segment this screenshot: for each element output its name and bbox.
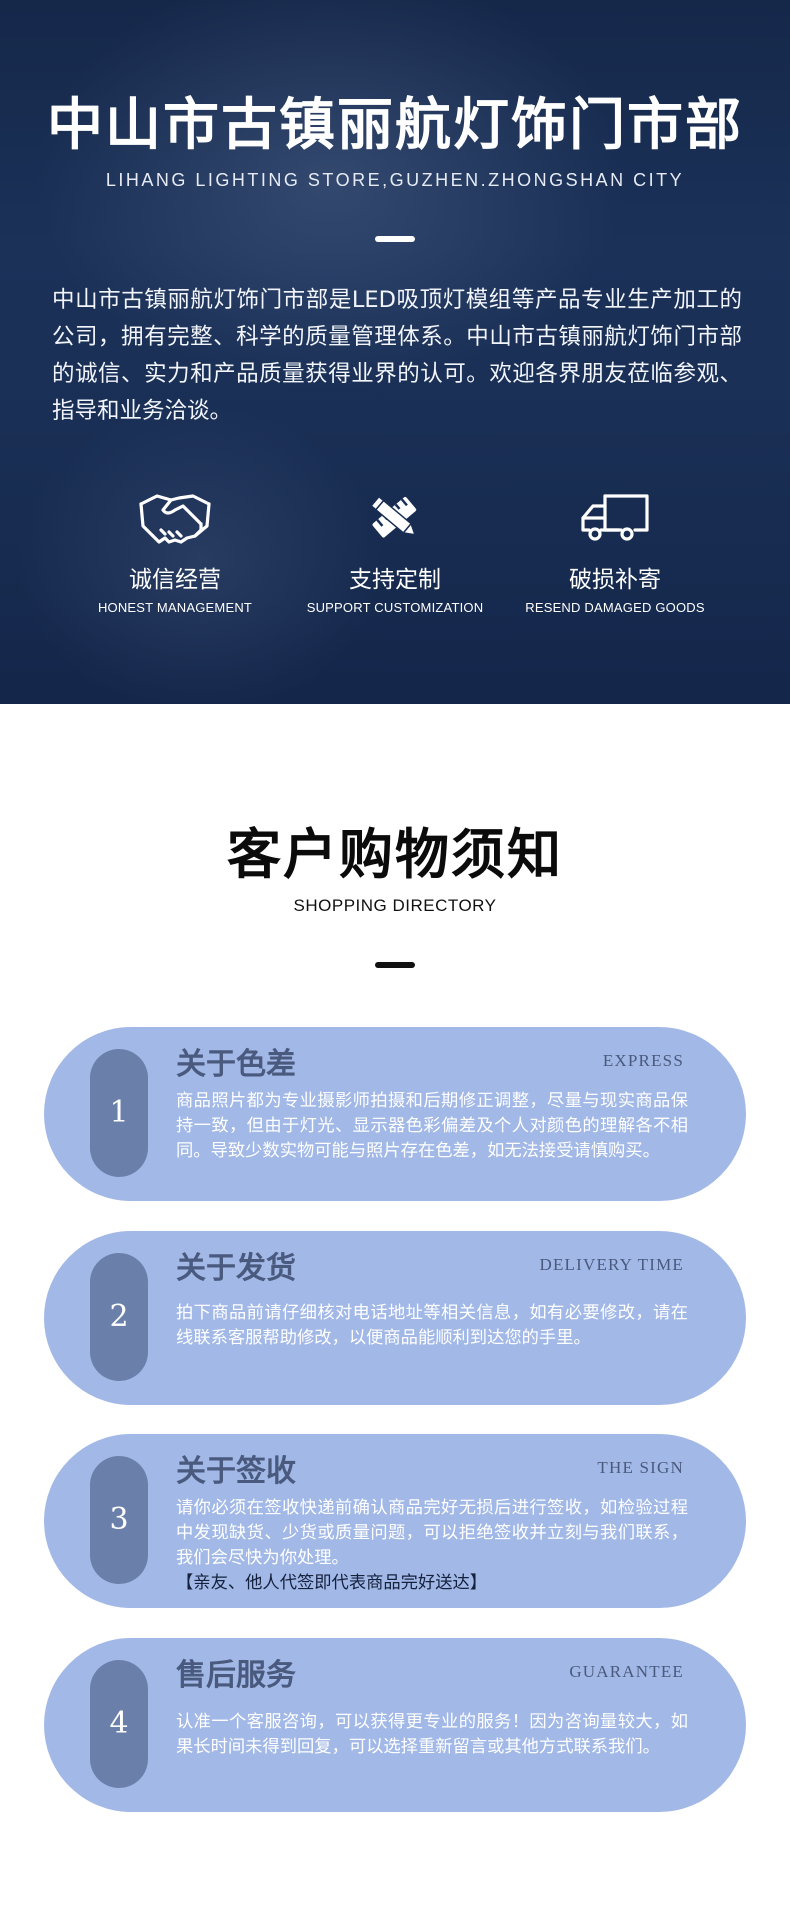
notice-number: 2: [90, 1253, 148, 1381]
pencil-ruler-icon: [370, 495, 417, 538]
notice-text: 拍下商品前请仔细核对电话地址等相关信息，如有必要修改，请在线联系客服帮助修改，以…: [176, 1301, 688, 1351]
notice-number: 4: [90, 1660, 148, 1788]
hero-divider: [375, 236, 415, 242]
notice-title-en: THE SIGN: [597, 1458, 684, 1477]
notice-title: 售后服务: [176, 1658, 296, 1693]
notice-text: 认准一个客服咨询，可以获得更专业的服务！因为咨询量较大，如果长时间未得到回复，可…: [176, 1710, 688, 1760]
notice-text: 商品照片都为专业摄影师拍摄和后期修正调整，尽量与现实商品保持一致，但由于灯光、显…: [176, 1089, 688, 1164]
feature-name: 诚信经营: [129, 567, 221, 593]
notice-body: 请你必须在签收快递前确认商品完好无损后进行签收，如检验过程中发现缺货、少货或质量…: [176, 1498, 688, 1568]
feature-name-en: RESEND DAMAGED GOODS: [525, 600, 705, 615]
notice-note: 【亲友、他人代签即代表商品完好送达】: [176, 1573, 488, 1593]
feature-name: 破损补寄: [569, 567, 661, 593]
feature-support-customization: 支持定制 SUPPORT CUSTOMIZATION: [290, 488, 500, 628]
notice-card-delivery: 2 关于发货 DELIVERY TIME 拍下商品前请仔细核对电话地址等相关信息…: [44, 1231, 746, 1405]
feature-name-en: SUPPORT CUSTOMIZATION: [306, 600, 484, 615]
notice-title-en: DELIVERY TIME: [539, 1255, 684, 1274]
handshake-icon: [139, 494, 211, 544]
feature-resend-damaged-goods: 破损补寄 RESEND DAMAGED GOODS: [510, 488, 720, 628]
notice-title: 关于签收: [176, 1454, 296, 1489]
store-title: 中山市古镇丽航灯饰门市部: [47, 92, 743, 158]
store-subtitle: LIHANG LIGHTING STORE,GUZHEN.ZHONGSHAN C…: [105, 170, 685, 190]
notice-text: 请你必须在签收快递前确认商品完好无损后进行签收，如检验过程中发现缺货、少货或质量…: [176, 1496, 688, 1596]
section-subtitle: SHOPPING DIRECTORY: [293, 896, 497, 915]
hero-banner: 中山市古镇丽航灯饰门市部 LIHANG LIGHTING STORE,GUZHE…: [0, 0, 790, 704]
notice-card-color-difference: 1 关于色差 EXPRESS 商品照片都为专业摄影师拍摄和后期修正调整，尽量与现…: [44, 1027, 746, 1201]
feature-name: 支持定制: [349, 567, 441, 593]
notice-title-en: GUARANTEE: [569, 1662, 684, 1681]
notice-number: 3: [90, 1456, 148, 1584]
notice-title: 关于色差: [176, 1047, 296, 1082]
feature-list: 诚信经营 HONEST MANAGEMENT 支持定制: [70, 488, 720, 628]
notice-body: 拍下商品前请仔细核对电话地址等相关信息，如有必要修改，请在线联系客服帮助修改，以…: [176, 1303, 688, 1348]
section-divider: [375, 962, 415, 968]
delivery-truck-icon: [581, 494, 649, 541]
notice-card-after-sales: 4 售后服务 GUARANTEE 认准一个客服咨询，可以获得更专业的服务！因为咨…: [44, 1638, 746, 1812]
notice-body: 商品照片都为专业摄影师拍摄和后期修正调整，尽量与现实商品保持一致，但由于灯光、显…: [176, 1091, 688, 1161]
feature-name-en: HONEST MANAGEMENT: [97, 600, 253, 615]
notice-number: 1: [90, 1049, 148, 1177]
feature-honest-management: 诚信经营 HONEST MANAGEMENT: [70, 488, 280, 628]
notice-card-sign: 3 关于签收 THE SIGN 请你必须在签收快递前确认商品完好无损后进行签收，…: [44, 1434, 746, 1608]
store-description: 中山市古镇丽航灯饰门市部是LED吸顶灯模组等产品专业生产加工的公司，拥有完整、科…: [52, 287, 742, 424]
notice-body: 认准一个客服咨询，可以获得更专业的服务！因为咨询量较大，如果长时间未得到回复，可…: [176, 1712, 688, 1757]
notice-title: 关于发货: [176, 1251, 296, 1286]
notice-title-en: EXPRESS: [602, 1051, 684, 1070]
section-title: 客户购物须知: [227, 822, 563, 886]
